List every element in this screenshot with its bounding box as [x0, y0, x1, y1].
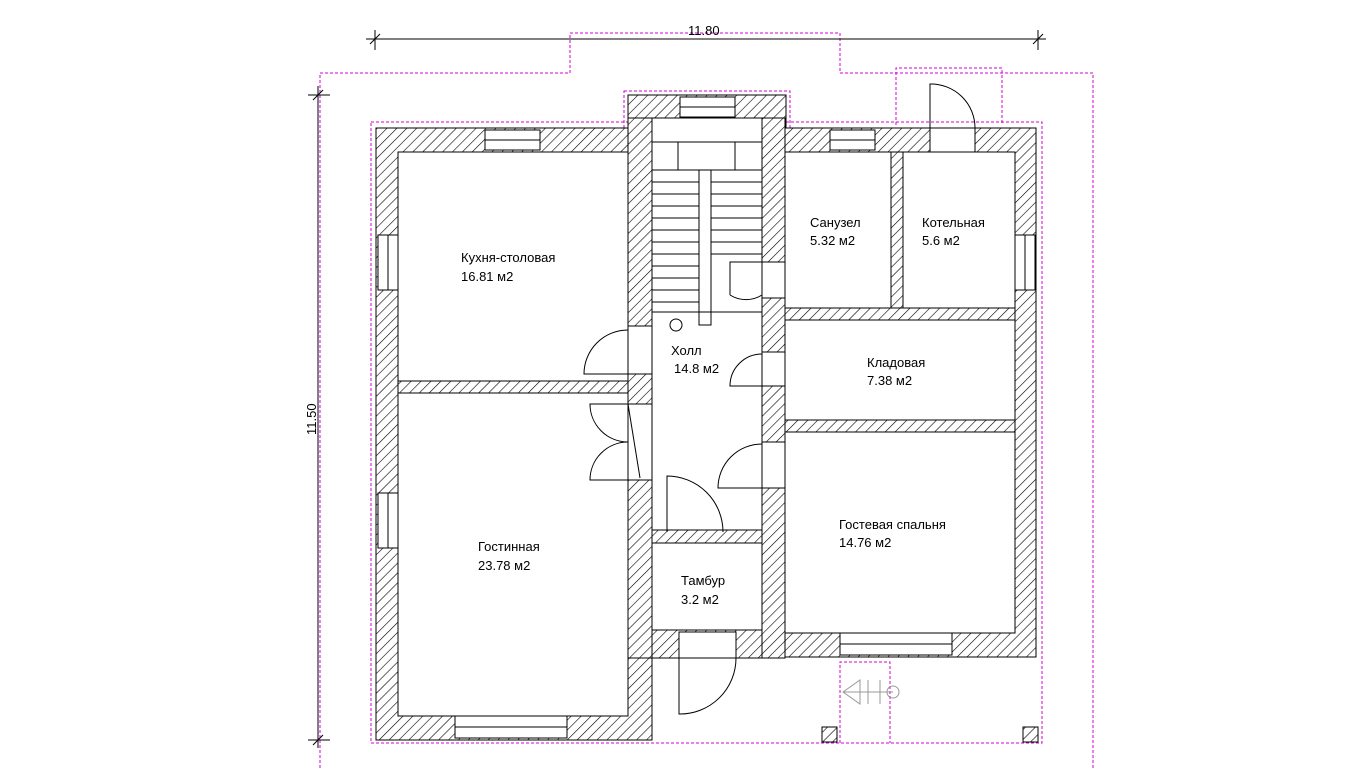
room-labels: Кухня-столовая 16.81 м2 Гостинная 23.78 …	[461, 215, 985, 607]
room-hall	[651, 117, 763, 531]
column	[821, 726, 838, 743]
dimension-width	[366, 30, 1046, 50]
room-name: Тамбур	[681, 573, 725, 588]
room-guest-bedroom	[784, 431, 1016, 634]
dimension-width-label: 11.80	[688, 23, 720, 38]
dimension-height	[308, 86, 330, 748]
room-name: Гостевая спальня	[839, 517, 946, 532]
room-bathroom	[784, 151, 892, 309]
room-name: Кладовая	[867, 355, 925, 370]
windows	[377, 96, 1036, 739]
room-living	[397, 392, 629, 717]
room-area: 5.6 м2	[922, 233, 960, 248]
room-storage	[784, 319, 1016, 421]
room-area: 14.8 м2	[674, 361, 719, 376]
room-area: 14.76 м2	[839, 535, 891, 550]
room-boiler	[902, 151, 1016, 309]
doors	[583, 83, 976, 715]
room-area: 5.32 м2	[810, 233, 855, 248]
room-name: Кухня-столовая	[461, 250, 555, 265]
room-area: 7.38 м2	[867, 373, 912, 388]
dimension-height-label: 11.50	[304, 403, 319, 435]
room-area: 16.81 м2	[461, 269, 513, 284]
room-name: Холл	[671, 343, 702, 358]
room-name: Гостинная	[478, 539, 540, 554]
column	[1022, 726, 1039, 743]
staircase	[651, 141, 763, 332]
rooms	[397, 117, 1016, 717]
room-vestibule	[651, 542, 763, 631]
room-name: Санузел	[810, 215, 861, 230]
room-kitchen	[397, 151, 629, 382]
room-area: 3.2 м2	[681, 592, 719, 607]
room-area: 23.78 м2	[478, 558, 530, 573]
porch	[842, 679, 900, 705]
room-name: Котельная	[922, 215, 985, 230]
